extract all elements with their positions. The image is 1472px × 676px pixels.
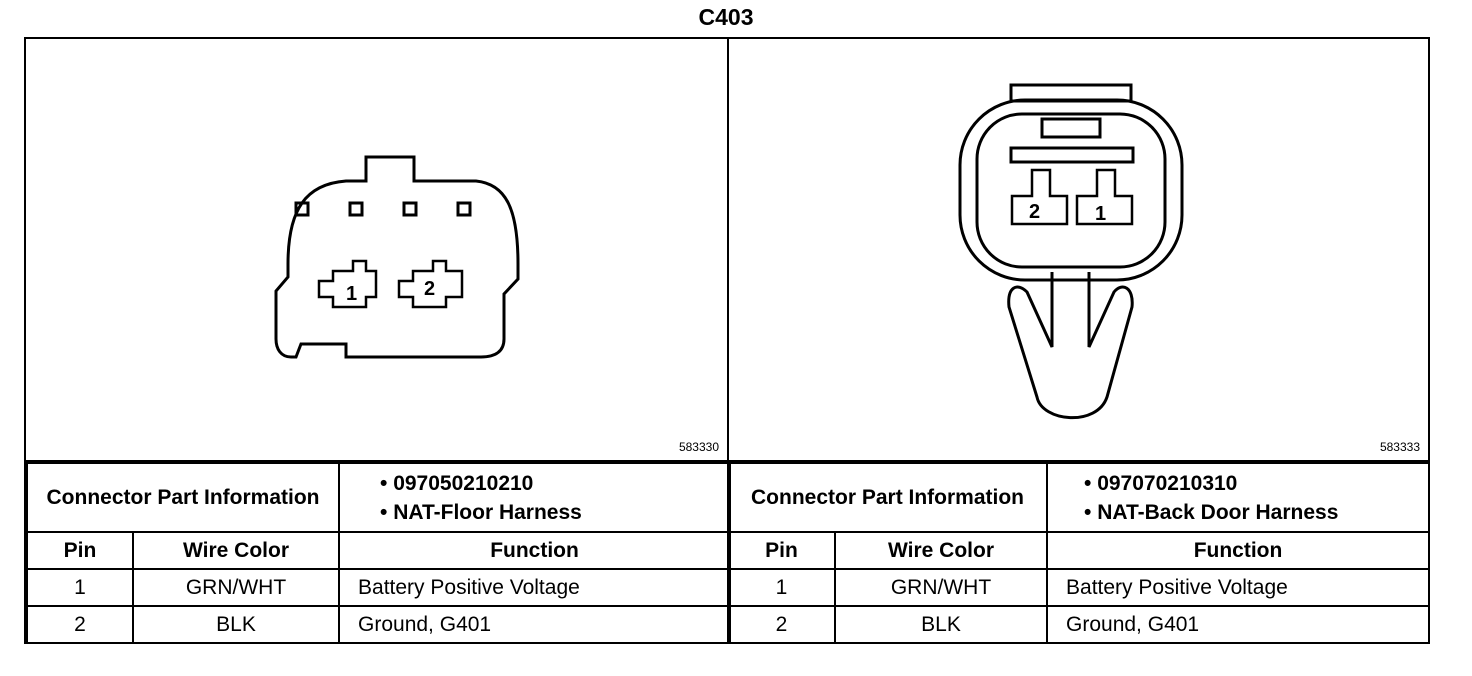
connector-table-2: Connector Part Information • 09707021031… bbox=[726, 462, 1431, 644]
part-number: 097070210310 bbox=[1097, 471, 1238, 495]
connector-diagram-1: 1 2 583330 bbox=[26, 39, 729, 462]
header-wire-color: Wire Color bbox=[833, 531, 1049, 570]
part-info: • 097050210210• NAT-Floor Harness bbox=[338, 462, 732, 533]
cavity-label: 2 bbox=[1029, 201, 1040, 223]
connector-part-info-label: Connector Part Information bbox=[25, 462, 341, 533]
pin-cell: 2 bbox=[727, 605, 836, 644]
cavity-label: 1 bbox=[1095, 203, 1106, 225]
header-pin: Pin bbox=[26, 531, 134, 570]
connector-face-illustration: 1 2 bbox=[274, 155, 520, 359]
wire-color-cell: BLK bbox=[833, 605, 1049, 644]
figure-id: 583333 bbox=[1379, 440, 1420, 454]
wire-color-cell: BLK bbox=[131, 605, 341, 644]
pin-cell: 1 bbox=[26, 568, 134, 607]
wire-color-cell: GRN/WHT bbox=[833, 568, 1049, 607]
part-number: 097050210210 bbox=[393, 471, 534, 495]
wire-color-cell: GRN/WHT bbox=[131, 568, 341, 607]
function-cell: Battery Positive Voltage bbox=[338, 568, 732, 607]
header-function: Function bbox=[1046, 531, 1431, 570]
page-title: C403 bbox=[698, 4, 754, 30]
function-cell: Ground, G401 bbox=[1046, 605, 1431, 644]
connector-table-1: Connector Part Information • 09705021021… bbox=[25, 462, 732, 644]
function-cell: Battery Positive Voltage bbox=[1046, 568, 1431, 607]
header-wire-color: Wire Color bbox=[131, 531, 341, 570]
harness-name: NAT-Back Door Harness bbox=[1097, 500, 1339, 524]
cavity-label: 2 bbox=[424, 278, 435, 300]
harness-name: NAT-Floor Harness bbox=[393, 500, 582, 524]
cavity-label: 1 bbox=[346, 283, 357, 305]
pin-cell: 2 bbox=[26, 605, 134, 644]
connector-frame: 1 2 583330 2 1 583333 Connector Part Inf… bbox=[24, 37, 1431, 644]
part-info: • 097070210310• NAT-Back Door Harness bbox=[1046, 462, 1431, 533]
connector-face-illustration: 2 1 bbox=[958, 83, 1184, 420]
function-cell: Ground, G401 bbox=[338, 605, 732, 644]
connector-part-info-label: Connector Part Information bbox=[726, 462, 1049, 533]
header-pin: Pin bbox=[727, 531, 836, 570]
pin-cell: 1 bbox=[727, 568, 836, 607]
connector-diagram-2: 2 1 583333 bbox=[729, 39, 1428, 462]
header-function: Function bbox=[338, 531, 732, 570]
figure-id: 583330 bbox=[678, 440, 719, 454]
